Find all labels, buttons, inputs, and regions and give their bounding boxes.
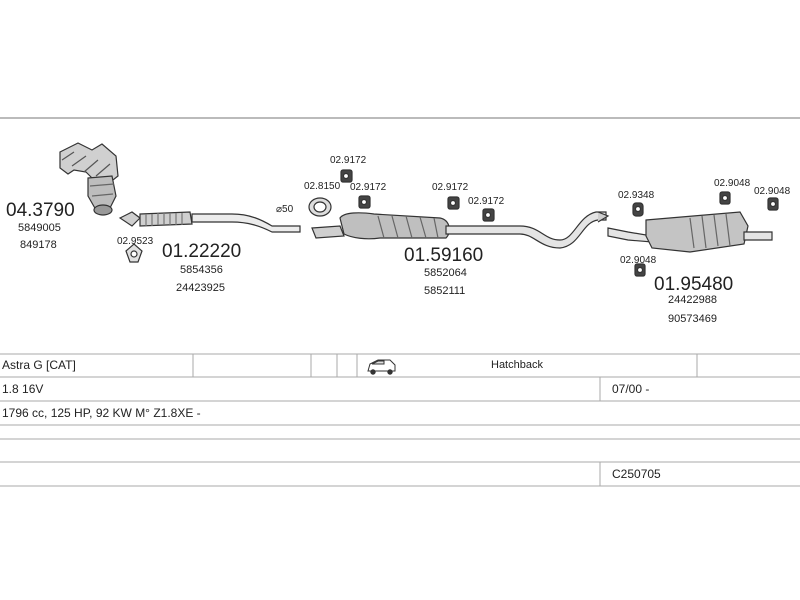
middle-silencer-part-number: 01.59160 [404, 245, 483, 266]
rear-hanger-b-part-number: 02.9048 [754, 186, 791, 197]
front-pipe-part-number: 01.22220 [162, 241, 241, 262]
vehicle-engine: 1.8 16V [2, 382, 43, 396]
vehicle-specs: 1796 cc, 125 HP, 92 KW M° Z1.8XE - [2, 406, 201, 420]
manifold-ref-2: 849178 [20, 239, 57, 251]
middle-hangers-drawing [340, 169, 495, 222]
gasket-part-number: 02.9523 [117, 236, 154, 247]
clamp-drawing [308, 197, 332, 217]
vehicle-body-type: Hatchback [491, 359, 543, 371]
hanger-d-part-number: 02.9172 [468, 196, 505, 207]
manifold-drawing [59, 142, 119, 216]
clamp-part-number: 02.8150 [304, 181, 341, 192]
rear-silencer-ref-2: 90573469 [668, 313, 717, 325]
front-pipe-drawing [118, 211, 301, 233]
vehicle-model: Astra G [CAT] [2, 358, 76, 372]
front-pipe-ref-2: 24423925 [176, 282, 225, 294]
hanger-b-part-number: 02.9172 [350, 182, 387, 193]
vehicle-info-table [0, 353, 800, 487]
rear-silencer-ref-1: 24422988 [668, 294, 717, 306]
front-pipe-ref-1: 5854356 [180, 264, 223, 276]
middle-silencer-drawing [311, 211, 610, 249]
hatchback-car-icon [367, 359, 396, 375]
rear-hanger-a-part-number: 02.9048 [714, 178, 751, 189]
vehicle-code: C250705 [612, 467, 661, 481]
rear-clamp-part-number: 02.9348 [618, 190, 655, 201]
pipe-diameter-label: ⌀50 [276, 204, 294, 215]
rear-silencer-part-number: 01.95480 [654, 274, 733, 295]
hanger-c-part-number: 02.9172 [432, 182, 469, 193]
middle-silencer-ref-2: 5852111 [424, 285, 465, 297]
gasket-drawing [125, 243, 143, 263]
hanger-a-part-number: 02.9172 [330, 155, 367, 166]
middle-silencer-ref-1: 5852064 [424, 267, 467, 279]
manifold-part-number: 04.3790 [6, 200, 75, 221]
rear-hanger-c-part-number: 02.9048 [620, 255, 657, 266]
manifold-ref-1: 5849005 [18, 222, 61, 234]
vehicle-date-range: 07/00 - [612, 382, 649, 396]
rear-silencer-drawing [607, 191, 779, 277]
